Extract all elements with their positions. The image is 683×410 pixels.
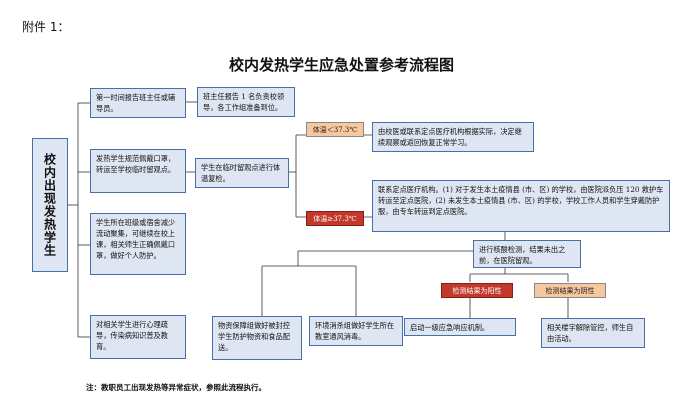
level1-response-box: 启动一级应急响应机制。 (404, 318, 516, 336)
negative-result-tag: 检测结果为阴性 (534, 283, 606, 298)
dorm-measures-box: 学生所在班级或宿舍减少流动聚集，可继续在校上课，相关师生正确佩戴口罩，做好个人防… (90, 213, 186, 275)
temp-low-tag: 体温＜37.3℃ (306, 122, 364, 137)
first-report-box: 第一时间报告班主任或辅导员。 (90, 88, 186, 118)
mask-transfer-box: 发热学生规范佩戴口罩，转运至学校临时留观点。 (90, 149, 186, 193)
supplies-box: 物资保障组做好被封控学生防护物资和食品配送。 (212, 316, 302, 360)
footnote: 注：教职员工出现发热等异常症状，参照此流程执行。 (86, 383, 266, 392)
temp-check-box: 学生在临时留观点进行体温复检。 (195, 158, 289, 188)
hospital-transfer-box: 联系定点医疗机构。(1) 对于发生本土疫情县 (市、区) 的学校，由医院派负压 … (372, 180, 670, 232)
temp-high-tag: 体温≥37.3℃ (306, 211, 364, 226)
positive-result-tag: 检测结果为阳性 (441, 283, 513, 298)
teacher-report-box: 班主任报告 1 名负责校领导，各工作组准备到位。 (197, 87, 295, 117)
clinic-observe-box: 由校医或联系定点医疗机构根据实际，决定继续观察或返回恢复正常学习。 (372, 122, 534, 152)
left-label-box: 校内出现发热学生 (32, 138, 68, 272)
psych-support-box: 对相关学生进行心理疏导，传染病知识普及教育。 (90, 315, 186, 359)
page-title: 校内发热学生应急处置参考流程图 (228, 56, 454, 74)
attachment-header: 附件 1： (22, 20, 70, 34)
release-control-box: 相关楼宇解除管控，师生自由活动。 (541, 318, 645, 348)
nucleic-test-box: 进行核酸检测，结果未出之前，在医院留观。 (473, 240, 581, 268)
disinfect-box: 环境消杀组做好学生所在教室通风消毒。 (309, 316, 403, 346)
